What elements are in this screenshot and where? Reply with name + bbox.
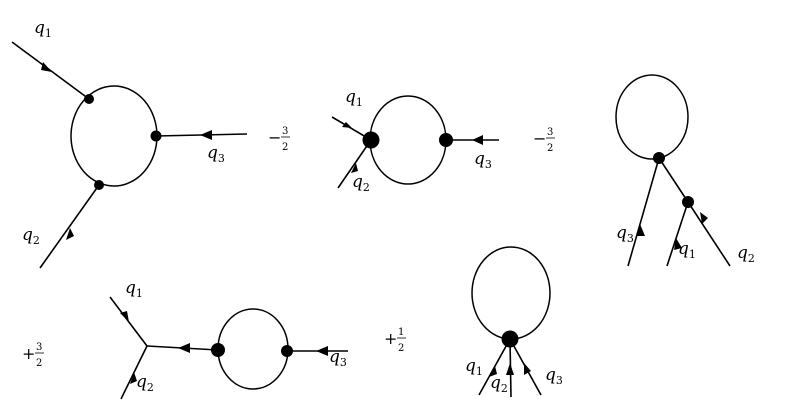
arrow-q1 (489, 366, 497, 377)
vertex (281, 345, 293, 357)
svg-text:3: 3 (547, 127, 553, 138)
label-q3: q3 (616, 223, 634, 245)
arrow-q1 (342, 122, 352, 128)
label-q2: q2 (352, 172, 370, 194)
arrow-q2 (130, 372, 137, 384)
arrow-q2 (700, 212, 708, 224)
label-q1: q1 (678, 239, 696, 261)
vertex (84, 94, 94, 104)
label-q2: q2 (22, 225, 40, 247)
arrow-q1 (674, 238, 682, 250)
leg-q2 (39, 184, 100, 269)
diagram-3: q3 q1 q2 (615, 74, 755, 267)
vertex (653, 152, 665, 164)
arrow-q1 (41, 62, 52, 72)
svg-text:2: 2 (36, 358, 42, 369)
arrow-internal (178, 343, 190, 353)
loop-2 (369, 95, 447, 185)
label-q2: q2 (737, 243, 755, 265)
label-q3: q3 (474, 149, 492, 171)
arrow-q3 (200, 130, 212, 140)
arrow-q3 (316, 346, 328, 356)
svg-text:2: 2 (282, 142, 288, 153)
label-q1: q1 (34, 18, 52, 40)
vertex (94, 180, 104, 190)
arrow-q2 (66, 228, 74, 240)
vertex (362, 131, 380, 149)
svg-text:3: 3 (282, 126, 288, 137)
coefficient-4: + 1 2 (384, 327, 406, 354)
coefficient-3: + 3 2 (22, 342, 44, 369)
loop-4 (217, 308, 289, 390)
loop-3 (615, 74, 689, 160)
label-q3: q3 (329, 347, 347, 369)
coefficient-1: − 3 2 (268, 126, 290, 153)
svg-text:−: − (533, 129, 546, 148)
arrow-q2 (351, 163, 358, 173)
label-q3: q3 (207, 143, 225, 165)
loop-1 (70, 85, 158, 187)
arrow-q2 (506, 363, 514, 375)
label-q1: q1 (125, 278, 143, 300)
vertex (150, 130, 162, 142)
arrow-q3 (637, 224, 645, 236)
vertex (501, 330, 519, 348)
svg-text:2: 2 (547, 143, 553, 154)
leg-q2 (337, 139, 372, 189)
arrow-q1 (120, 311, 129, 322)
svg-text:+: + (384, 329, 397, 348)
leg-q2 (687, 201, 731, 267)
arrow-q3 (524, 363, 531, 375)
loop-5 (471, 246, 551, 340)
coefficient-2: − 3 2 (533, 127, 555, 154)
leg-q3 (627, 157, 660, 267)
diagram-5: q1 q2 q3 (465, 246, 563, 398)
vertex (439, 133, 453, 147)
label-q2: q2 (136, 372, 154, 394)
svg-text:−: − (268, 128, 281, 147)
label-q3: q3 (545, 365, 563, 387)
svg-text:3: 3 (36, 342, 42, 353)
svg-text:2: 2 (398, 343, 404, 354)
svg-text:+: + (22, 344, 35, 363)
diagram-2: q1 q2 q3 (331, 87, 499, 194)
label-q2: q2 (490, 373, 508, 395)
diagram-1: q1 q2 q3 (11, 18, 248, 269)
label-q1: q1 (465, 356, 483, 378)
vertex (211, 343, 225, 357)
diagram-4: q1 q2 q3 (109, 278, 348, 400)
internal-line (658, 157, 689, 203)
svg-text:1: 1 (398, 327, 404, 338)
leg-q1 (666, 201, 689, 267)
arrow-q3 (472, 135, 483, 145)
vertex (682, 196, 694, 208)
label-q1: q1 (345, 87, 363, 109)
